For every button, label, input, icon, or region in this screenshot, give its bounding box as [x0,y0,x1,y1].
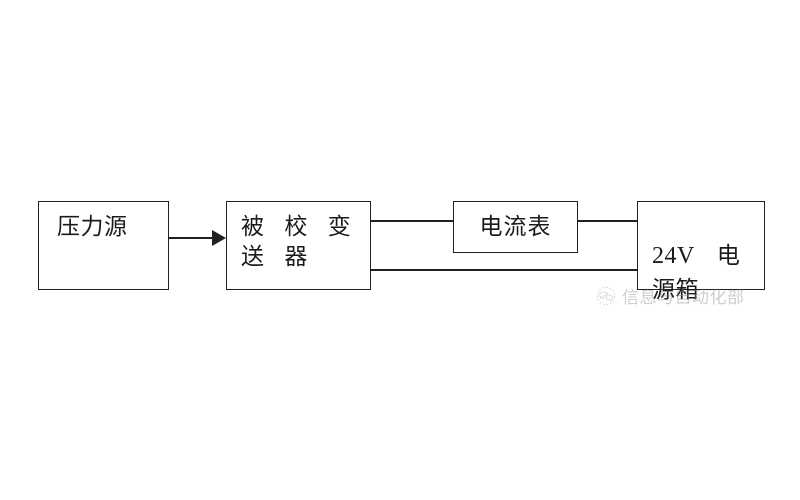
connector-power-supply-to-transmitter [370,269,638,271]
block-ammeter: 电流表 [453,201,578,253]
arrowhead-icon [212,230,226,246]
block-power-supply-label-char1: 电 [716,242,741,268]
block-ammeter-label: 电流表 [479,213,552,239]
block-pressure-source-label: 压力源 [57,213,128,239]
block-power-supply-label: 24V 电 源箱 [638,210,764,334]
wechat-logo-icon [596,286,616,305]
block-power-supply-label-line2: 源箱 [652,276,699,302]
connector-pressure-to-transmitter-shaft [169,237,216,239]
block-transmitter: 被 校 变 送 器 [226,201,371,290]
connector-transmitter-to-ammeter [370,220,454,222]
block-transmitter-label: 被 校 变 送 器 [241,213,358,269]
connector-ammeter-to-power-supply [577,220,638,222]
block-power-supply: 24V 电 源箱 [637,201,765,302]
block-pressure-source: 压力源 [38,201,169,290]
block-power-supply-voltage: 24V [652,243,695,269]
